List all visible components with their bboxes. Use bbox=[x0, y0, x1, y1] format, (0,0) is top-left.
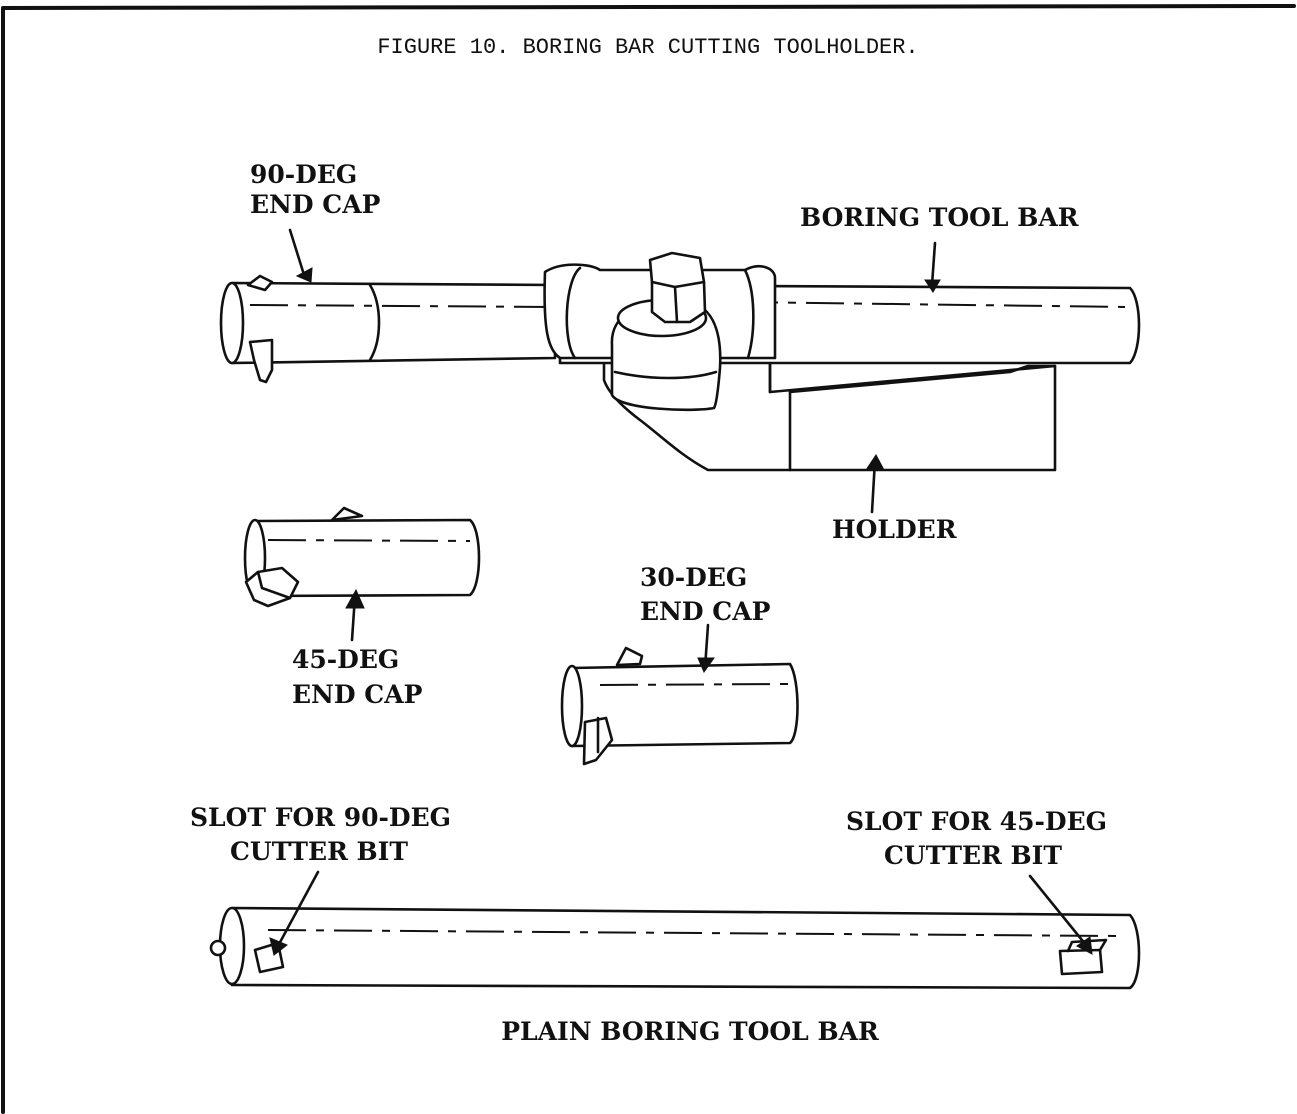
end-cap-45-arrow bbox=[345, 588, 365, 642]
slot-45-label-line2: CUTTER BIT bbox=[884, 841, 1062, 870]
end-cap-90-label-line1: 90-DEG bbox=[250, 160, 357, 189]
boring-tool-bar-label: BORING TOOL BAR bbox=[800, 203, 1079, 232]
figure-caption: FIGURE 10. BORING BAR CUTTING TOOLHOLDER… bbox=[377, 35, 918, 60]
cutter-bit-90 bbox=[246, 274, 274, 384]
slot-90-label-line2: CUTTER BIT bbox=[230, 837, 408, 866]
plain-bar-label: PLAIN BORING TOOL BAR bbox=[501, 1017, 879, 1046]
slot-90-label-line1: SLOT FOR 90-DEG bbox=[190, 803, 451, 832]
end-cap-90-label-line2: END CAP bbox=[250, 190, 381, 219]
figure-frame bbox=[1, 4, 1296, 1114]
plain-boring-tool-bar bbox=[209, 906, 1141, 990]
clamp-screw bbox=[610, 251, 722, 412]
end-cap-30 bbox=[560, 646, 799, 766]
slot-45-label-line1: SLOT FOR 45-DEG bbox=[846, 807, 1107, 836]
slot-90-arrow bbox=[269, 870, 320, 956]
end-cap-30-label-line2: END CAP bbox=[640, 597, 771, 626]
end-cap-45-label-line1: 45-DEG bbox=[292, 645, 399, 674]
end-cap-30-arrow bbox=[697, 623, 715, 674]
slot-45 bbox=[1058, 948, 1104, 976]
end-cap-90-arrow bbox=[288, 228, 313, 283]
boring-tool-bar-arrow bbox=[924, 241, 941, 293]
slot-45-arrow bbox=[1028, 874, 1093, 955]
holder-label: HOLDER bbox=[832, 515, 957, 544]
end-cap-45-label-line2: END CAP bbox=[292, 680, 423, 709]
end-cap-30-label-line1: 30-DEG bbox=[640, 563, 747, 592]
holder-arrow bbox=[865, 454, 885, 514]
end-cap-45 bbox=[243, 506, 481, 608]
